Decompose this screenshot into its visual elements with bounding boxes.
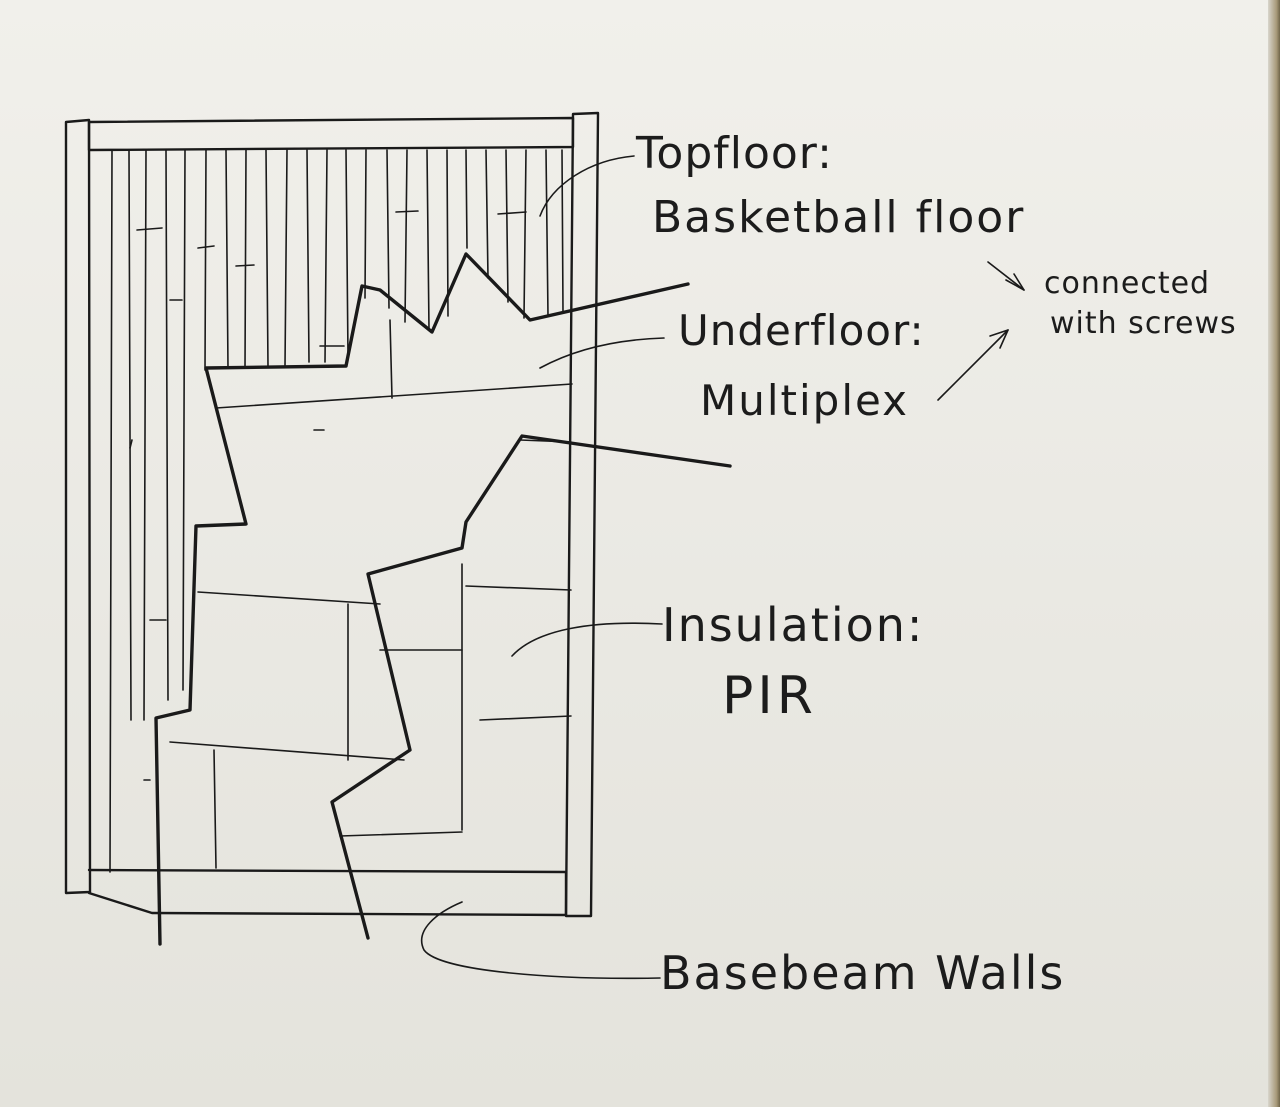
- underfloor-multiplex: [215, 319, 573, 443]
- connection-note-line1: connected: [1044, 266, 1211, 301]
- basebeam-frame: [64, 111, 600, 918]
- paper-edge: [1268, 0, 1280, 1107]
- connection-note-line2: with screws: [1050, 306, 1237, 341]
- topfloor-type: Basketball floor: [652, 192, 1026, 243]
- insulation-pir: [169, 563, 572, 869]
- insulation-type: PIR: [722, 666, 817, 726]
- leader-lines: [421, 155, 1025, 980]
- topfloor-planks: [109, 149, 564, 873]
- underfloor-type: Multiplex: [700, 376, 909, 425]
- underfloor-title: Underfloor:: [678, 306, 925, 355]
- basebeam-label: Basebeam Walls: [660, 946, 1066, 1000]
- cutaway-breaks: [154, 252, 732, 946]
- insulation-title: Insulation:: [662, 598, 925, 652]
- topfloor-title: Topfloor:: [636, 128, 833, 179]
